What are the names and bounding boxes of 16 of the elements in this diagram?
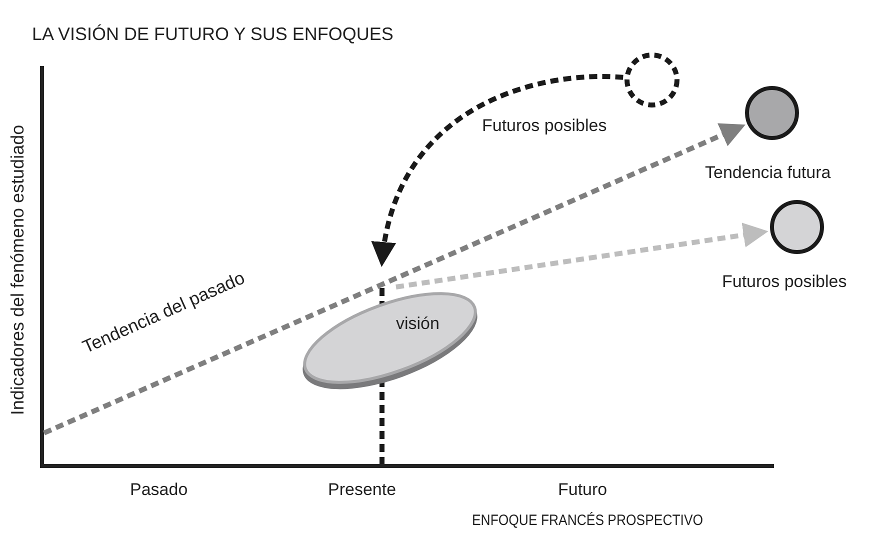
arrow [396,222,768,290]
node-text: visión [396,314,440,334]
circle-node [769,199,825,255]
arrow [372,74,624,267]
node-caption: Futuros posibles [722,272,847,292]
axis-label: Presente [328,480,396,500]
caption: ENFOQUE FRANCÉS PROSPECTIVO [472,512,704,529]
axis-label: Futuro [558,480,608,500]
node-caption: Futuros posibles [482,116,607,136]
axis-title: Indicadores del fenómeno estudiado [8,124,28,416]
axis-label: Pasado [130,480,188,500]
title: LA VISIÓN DE FUTURO Y SUS ENFOQUES [32,24,394,45]
circle-node [744,85,800,141]
arrow [43,123,746,436]
dashed-circle [624,52,680,108]
node-caption: Tendencia futura [705,163,831,183]
